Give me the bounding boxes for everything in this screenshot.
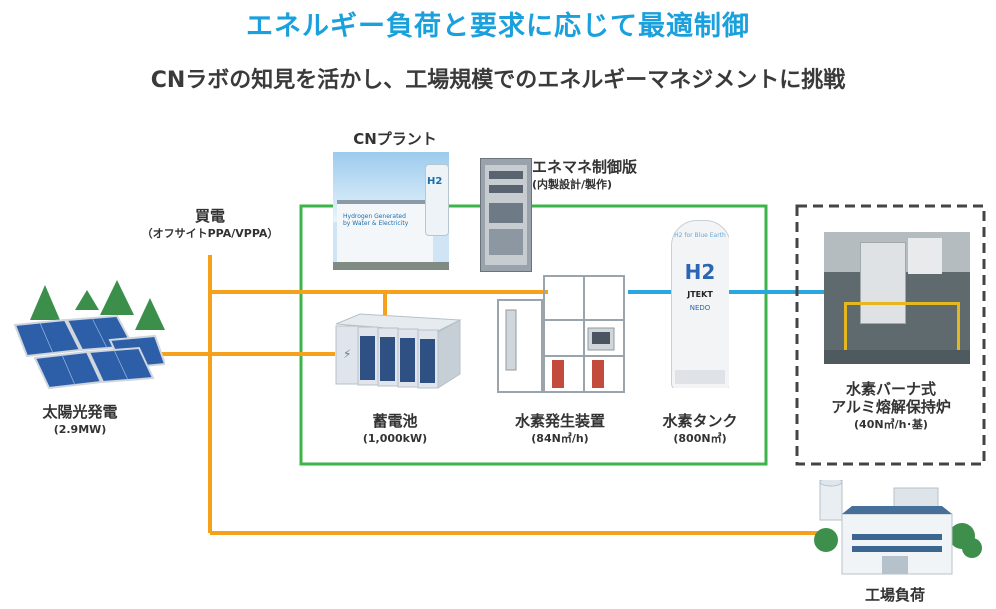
tank-title: 水素タンク — [662, 412, 738, 430]
cn-plant-title: CNプラント — [353, 130, 437, 148]
ems-panel-label: エネマネ制御版 (内製設計/製作) — [532, 158, 652, 191]
furnace-label: 水素バーナ式 アルミ熔解保持炉 (40N㎥/h･基) — [800, 380, 982, 431]
furnace-title-line1: 水素バーナ式 — [845, 380, 936, 398]
electrolyzer-icon — [497, 275, 625, 393]
page-title: エネルギー負荷と要求に応じて最適制御 — [246, 11, 750, 42]
ems-panel-subtitle: (内製設計/製作) — [532, 178, 613, 191]
cn-plant-wall-text: Hydrogen Generated by Water & Electricit… — [343, 213, 409, 227]
battery-title: 蓄電池 — [372, 412, 418, 430]
electrolyzer-title: 水素発生装置 — [514, 412, 605, 430]
cn-plant-h2-mark: H2 — [427, 176, 443, 187]
tank-h2-mark: H2 — [684, 260, 716, 284]
furnace-title-line2: アルミ熔解保持炉 — [831, 398, 951, 416]
purchase-label: 買電 （オフサイトPPA/VPPA） — [130, 207, 290, 240]
electrolyzer-label: 水素発生装置 (84N㎥/h) — [495, 412, 625, 445]
purchase-title: 買電 — [194, 207, 225, 225]
tank-label: 水素タンク (800N㎥) — [640, 412, 760, 445]
solar-panel-icon — [13, 280, 165, 390]
solar-title: 太陽光発電 — [42, 403, 118, 421]
svg-text:⚡: ⚡ — [343, 347, 351, 361]
hydrogen-tank-photo: H2 for Blue Earth H2 JTEKT NEDO — [671, 220, 729, 388]
page-subtitle: CNラボの知見を活かし、工場規模でのエネルギーマネジメントに挑戦 — [150, 68, 846, 93]
cn-plant-label: CNプラント — [335, 130, 455, 148]
factory-title: 工場負荷 — [864, 586, 925, 604]
battery-capacity: (1,000kW) — [362, 432, 428, 445]
cn-plant-photo: Hydrogen Generated by Water & Electricit… — [333, 152, 449, 270]
factory-icon — [814, 480, 982, 575]
tank-capacity: (800N㎥) — [673, 432, 727, 445]
battery-icon: ⚡ — [335, 313, 462, 389]
furnace-capacity: (40N㎥/h･基) — [854, 418, 928, 431]
solar-label: 太陽光発電 (2.9MW) — [5, 403, 155, 436]
system-boundary — [299, 204, 768, 466]
tank-brand: JTEKT — [687, 290, 713, 299]
furnace-boundary — [795, 204, 986, 466]
ems-panel-title: エネマネ制御版 — [532, 158, 638, 176]
solar-capacity: (2.9MW) — [53, 423, 107, 436]
ems-panel-photo — [480, 158, 532, 272]
tank-top-text: H2 for Blue Earth — [674, 232, 726, 239]
factory-label: 工場負荷 — [840, 586, 950, 604]
purchase-subtitle: （オフサイトPPA/VPPA） — [141, 227, 279, 240]
electrolyzer-capacity: (84N㎥/h) — [531, 432, 589, 445]
battery-label: 蓄電池 (1,000kW) — [345, 412, 445, 445]
furnace-photo — [824, 232, 970, 364]
tank-nedo: NEDO — [689, 304, 711, 312]
